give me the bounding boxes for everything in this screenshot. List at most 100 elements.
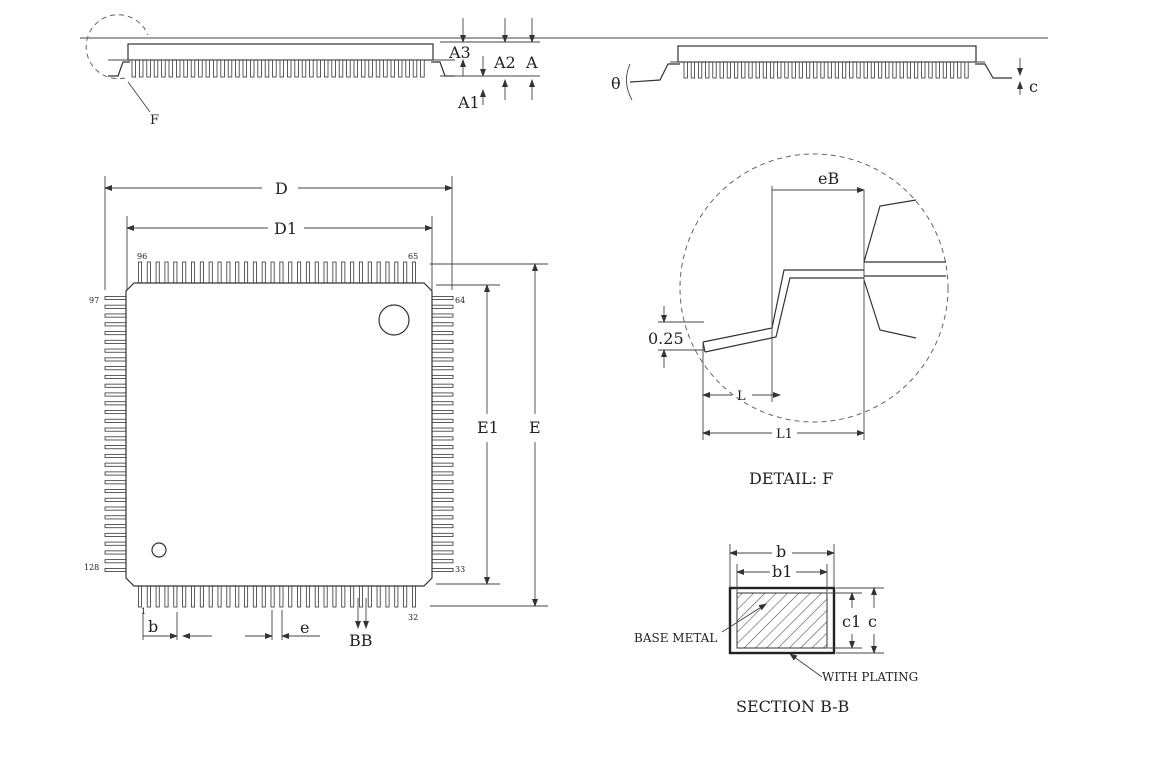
lead-right	[431, 445, 454, 450]
lead-right	[431, 357, 454, 362]
lead-top	[350, 261, 355, 284]
section-bb: b b1 c1 c BASE METAL WITH PLATING SECTIO…	[634, 542, 918, 716]
lead-left	[104, 392, 127, 397]
base-metal-core	[736, 592, 828, 649]
side-lead	[712, 61, 717, 79]
lead-left	[104, 506, 127, 511]
lead-bottom	[261, 585, 266, 608]
side-lead	[849, 61, 854, 79]
lead-bottom	[358, 585, 363, 608]
lead-left	[104, 550, 127, 555]
side-lead	[323, 59, 329, 78]
lead-right	[431, 383, 454, 388]
detail-f-circle	[679, 153, 949, 423]
side-lead	[390, 59, 395, 78]
lead-right	[431, 313, 454, 318]
lead-left	[104, 515, 127, 520]
lead-top	[270, 261, 275, 284]
pin-number-1: 1	[141, 607, 146, 616]
side-lead	[784, 61, 789, 79]
lead-left	[104, 383, 127, 388]
label-c1: c1	[842, 612, 861, 631]
lead-top	[182, 261, 187, 284]
lead-left	[104, 331, 127, 336]
side-lead	[183, 59, 188, 78]
side-lead	[885, 61, 890, 79]
lead-top	[332, 261, 337, 284]
lead-top	[367, 261, 372, 284]
side-lead	[726, 61, 732, 79]
label-F: F	[150, 113, 159, 128]
side-lead	[301, 59, 307, 78]
side-left-leads	[131, 59, 425, 78]
side-lead	[338, 59, 344, 78]
lead-bottom	[350, 585, 355, 608]
side-lead	[420, 59, 425, 78]
lead-right	[431, 322, 454, 327]
side-lead	[870, 61, 876, 79]
lead-bottom	[199, 585, 204, 608]
label-E: E	[529, 418, 541, 437]
gullwing-lead-right	[431, 61, 455, 77]
lead-left	[104, 304, 127, 309]
lead-right	[431, 568, 454, 573]
lead-left	[104, 295, 127, 300]
section-bb-caption: SECTION B-B	[736, 697, 849, 716]
lead-top	[358, 261, 363, 284]
lead-bottom	[155, 585, 160, 608]
lead-left	[104, 541, 127, 546]
side-lead	[227, 59, 233, 78]
lead-bottom	[191, 585, 196, 608]
side-lead	[131, 59, 136, 78]
lead-top	[261, 261, 266, 284]
side-lead	[690, 61, 696, 79]
lead-top	[244, 261, 249, 284]
label-c-side: c	[1029, 77, 1038, 96]
lead-bottom	[403, 585, 408, 608]
lead-left	[104, 480, 127, 485]
lead-right	[431, 532, 454, 537]
lead-left	[104, 427, 127, 432]
side-lead	[309, 59, 314, 78]
lead-right	[431, 304, 454, 309]
lead-right	[431, 427, 454, 432]
lead-bottom	[297, 585, 302, 608]
label-e: e	[300, 618, 309, 637]
lead-top	[341, 261, 346, 284]
label-L: L	[737, 389, 746, 404]
lead-right	[431, 541, 454, 546]
pin-number-97: 97	[89, 296, 99, 305]
lead-bottom	[411, 585, 416, 608]
lead-bottom	[394, 585, 399, 608]
side-lead	[249, 59, 255, 78]
side-lead	[899, 61, 904, 79]
side-lead	[834, 61, 840, 79]
side-lead	[397, 59, 403, 78]
lead-top	[323, 261, 328, 284]
lead-top	[403, 261, 408, 284]
side-lead	[220, 59, 225, 78]
side-lead	[791, 61, 796, 79]
lead-left	[104, 453, 127, 458]
side-lead	[914, 61, 919, 79]
lead-right	[431, 453, 454, 458]
label-with-plating: WITH PLATING	[822, 670, 918, 684]
lead-bottom	[314, 585, 319, 608]
side-lead	[698, 61, 703, 79]
lead-right	[431, 480, 454, 485]
label-eB: eB	[818, 169, 839, 188]
lead-right	[431, 515, 454, 520]
lead-bottom	[385, 585, 390, 608]
side-lead	[257, 59, 262, 78]
side-lead	[842, 61, 847, 79]
lead-right	[431, 331, 454, 336]
lead-bottom	[226, 585, 231, 608]
side-lead	[892, 61, 897, 79]
side-lead	[168, 59, 173, 78]
label-b1: b1	[772, 562, 792, 581]
detail-f-caption: DETAIL: F	[749, 469, 833, 488]
side-lead	[935, 61, 940, 79]
side-lead	[957, 61, 962, 79]
lead-bottom	[367, 585, 372, 608]
